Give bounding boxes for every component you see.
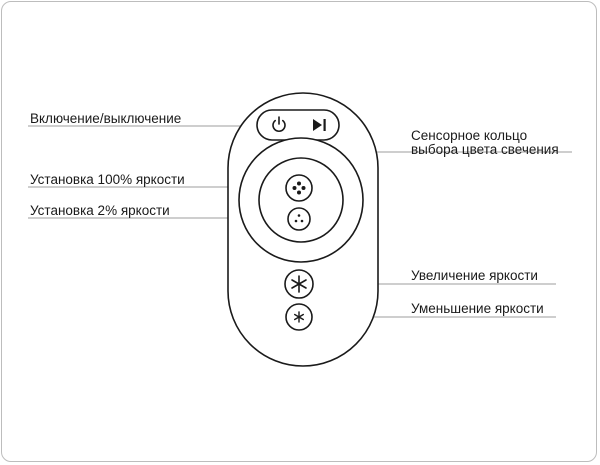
top-button-bar: [256, 109, 340, 141]
play-pause-icon: [313, 119, 326, 131]
power-icon: [272, 116, 286, 132]
three-dots-icon: [294, 214, 304, 223]
label-brightness-100: Установка 100% яркости: [30, 172, 185, 187]
small-asterisk-icon: [294, 311, 304, 323]
label-power: Включение/выключение: [30, 111, 182, 126]
label-decrease: Уменьшение яркости: [411, 301, 544, 316]
asterisk-icon: [291, 275, 307, 293]
label-touch-ring-line2: выбора цвета свечения: [411, 142, 559, 157]
button-brightness-2: [287, 207, 311, 231]
button-brightness-100: [285, 174, 313, 202]
label-touch-ring-line1: Сенсорное кольцо: [411, 128, 528, 143]
label-brightness-2: Установка 2% яркости: [30, 203, 170, 218]
label-increase: Увеличение яркости: [411, 268, 538, 283]
four-dots-icon: [292, 181, 306, 195]
